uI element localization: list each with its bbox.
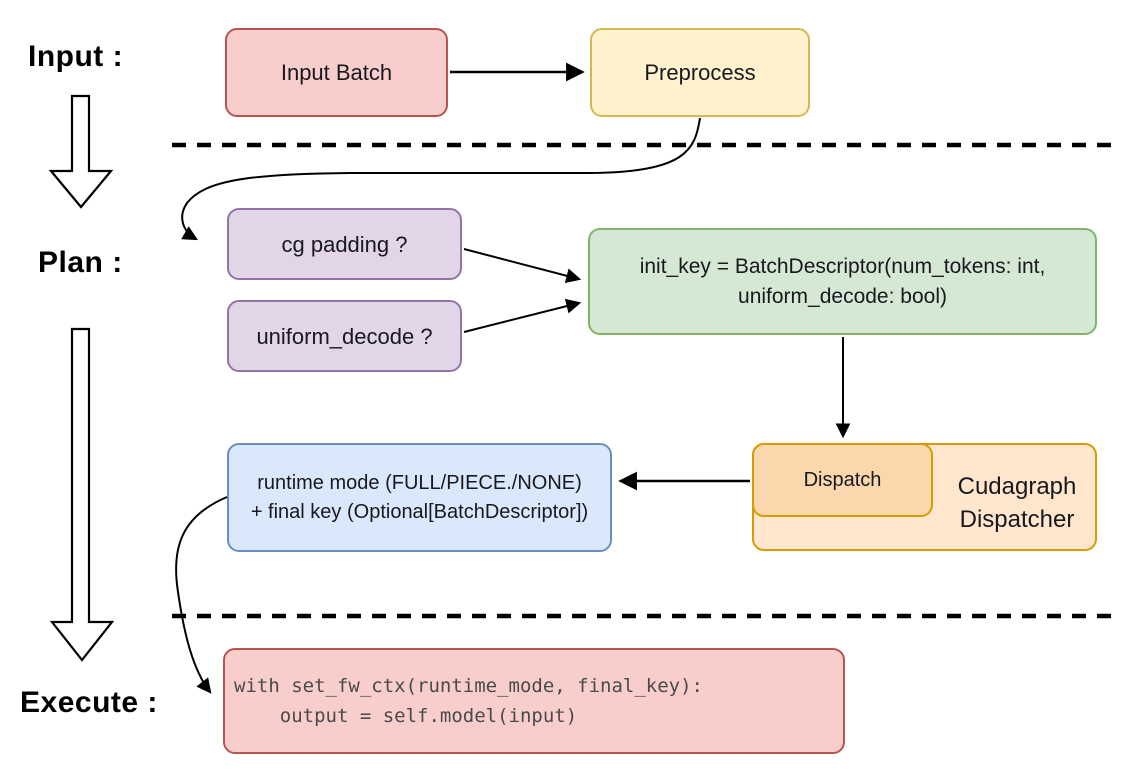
node-uniform-decode: uniform_decode ? — [227, 300, 462, 372]
stage-label-input: Input : — [28, 40, 124, 73]
arrow-runtime-mode-to-execute-code — [175, 496, 228, 694]
hollow-arrow-plan-to-execute — [49, 327, 115, 662]
stage-label-execute: Execute : — [20, 686, 158, 719]
node-runtime-mode: runtime mode (FULL/PIECE./NONE) + final … — [227, 443, 612, 552]
node-dispatch-label: Dispatch — [803, 468, 882, 491]
node-cg-padding: cg padding ? — [227, 208, 462, 280]
arrow-cg-padding-to-init-key — [463, 248, 582, 284]
node-cudagraph-dispatcher-label: Cudagraph Dispatcher — [935, 445, 1099, 553]
node-init-key-line1: init_key = BatchDescriptor(num_tokens: i… — [639, 254, 1046, 278]
node-preprocess: Preprocess — [590, 28, 810, 117]
node-uniform-decode-label: uniform_decode ? — [256, 323, 433, 349]
execute-code-line2: output = self.model(input) — [234, 705, 578, 727]
node-preprocess-label: Preprocess — [644, 60, 756, 85]
node-input-batch-label: Input Batch — [280, 60, 393, 85]
node-runtime-mode-line2: + final key (Optional[BatchDescriptor]) — [250, 500, 589, 523]
node-init-key-line2: uniform_decode: bool) — [738, 284, 947, 308]
execute-code-line1: with set_fw_ctx(runtime_mode, final_key)… — [234, 675, 703, 697]
node-dispatch: Dispatch — [752, 443, 933, 517]
node-cg-padding-label: cg padding ? — [281, 231, 408, 257]
stage-label-plan: Plan : — [38, 246, 123, 279]
node-input-batch: Input Batch — [225, 28, 448, 117]
node-init-key: init_key = BatchDescriptor(num_tokens: i… — [588, 228, 1097, 335]
node-execute-code: with set_fw_ctx(runtime_mode, final_key)… — [223, 648, 845, 754]
arrow-uniform-decode-to-init-key — [463, 298, 582, 333]
node-runtime-mode-line1: runtime mode (FULL/PIECE./NONE) — [257, 471, 582, 494]
cudagraph-label-line1: Cudagraph — [957, 472, 1077, 500]
hollow-arrow-input-to-plan — [48, 94, 114, 209]
cudagraph-label-line2: Dispatcher — [959, 505, 1075, 533]
